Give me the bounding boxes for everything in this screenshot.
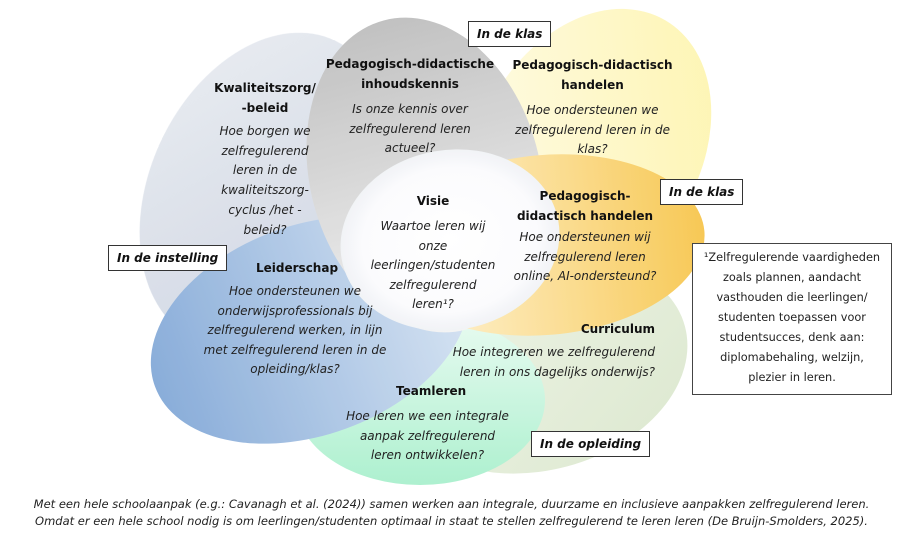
petal-title: Pedagogisch-didactisch handelen xyxy=(516,189,654,223)
petal-label-curriculum: Curriculum Hoe integreren we zelfreguler… xyxy=(440,319,655,382)
petal-title: Teamleren xyxy=(396,384,467,398)
petal-label-handelen-online: Pedagogisch-didactisch handelen Hoe onde… xyxy=(505,186,665,287)
petal-title: Leiderschap xyxy=(256,261,339,275)
petal-title: Visie xyxy=(416,194,450,208)
caption-line-2: Omdat er een hele school nodig is om lee… xyxy=(35,514,868,528)
tag-in-de-opleiding: In de opleiding xyxy=(531,431,651,457)
petal-title: Curriculum xyxy=(580,322,655,336)
petal-title: Kwaliteitszorg/-beleid xyxy=(214,81,316,115)
tag-in-de-klas-top: In de klas xyxy=(468,21,552,47)
caption-line-1: Met een hele schoolaanpak (e.g.: Cavanag… xyxy=(33,497,870,511)
tag-in-de-klas-right: In de klas xyxy=(660,179,744,205)
petal-visie xyxy=(340,149,560,331)
tag-in-de-instelling: In de instelling xyxy=(108,245,228,271)
